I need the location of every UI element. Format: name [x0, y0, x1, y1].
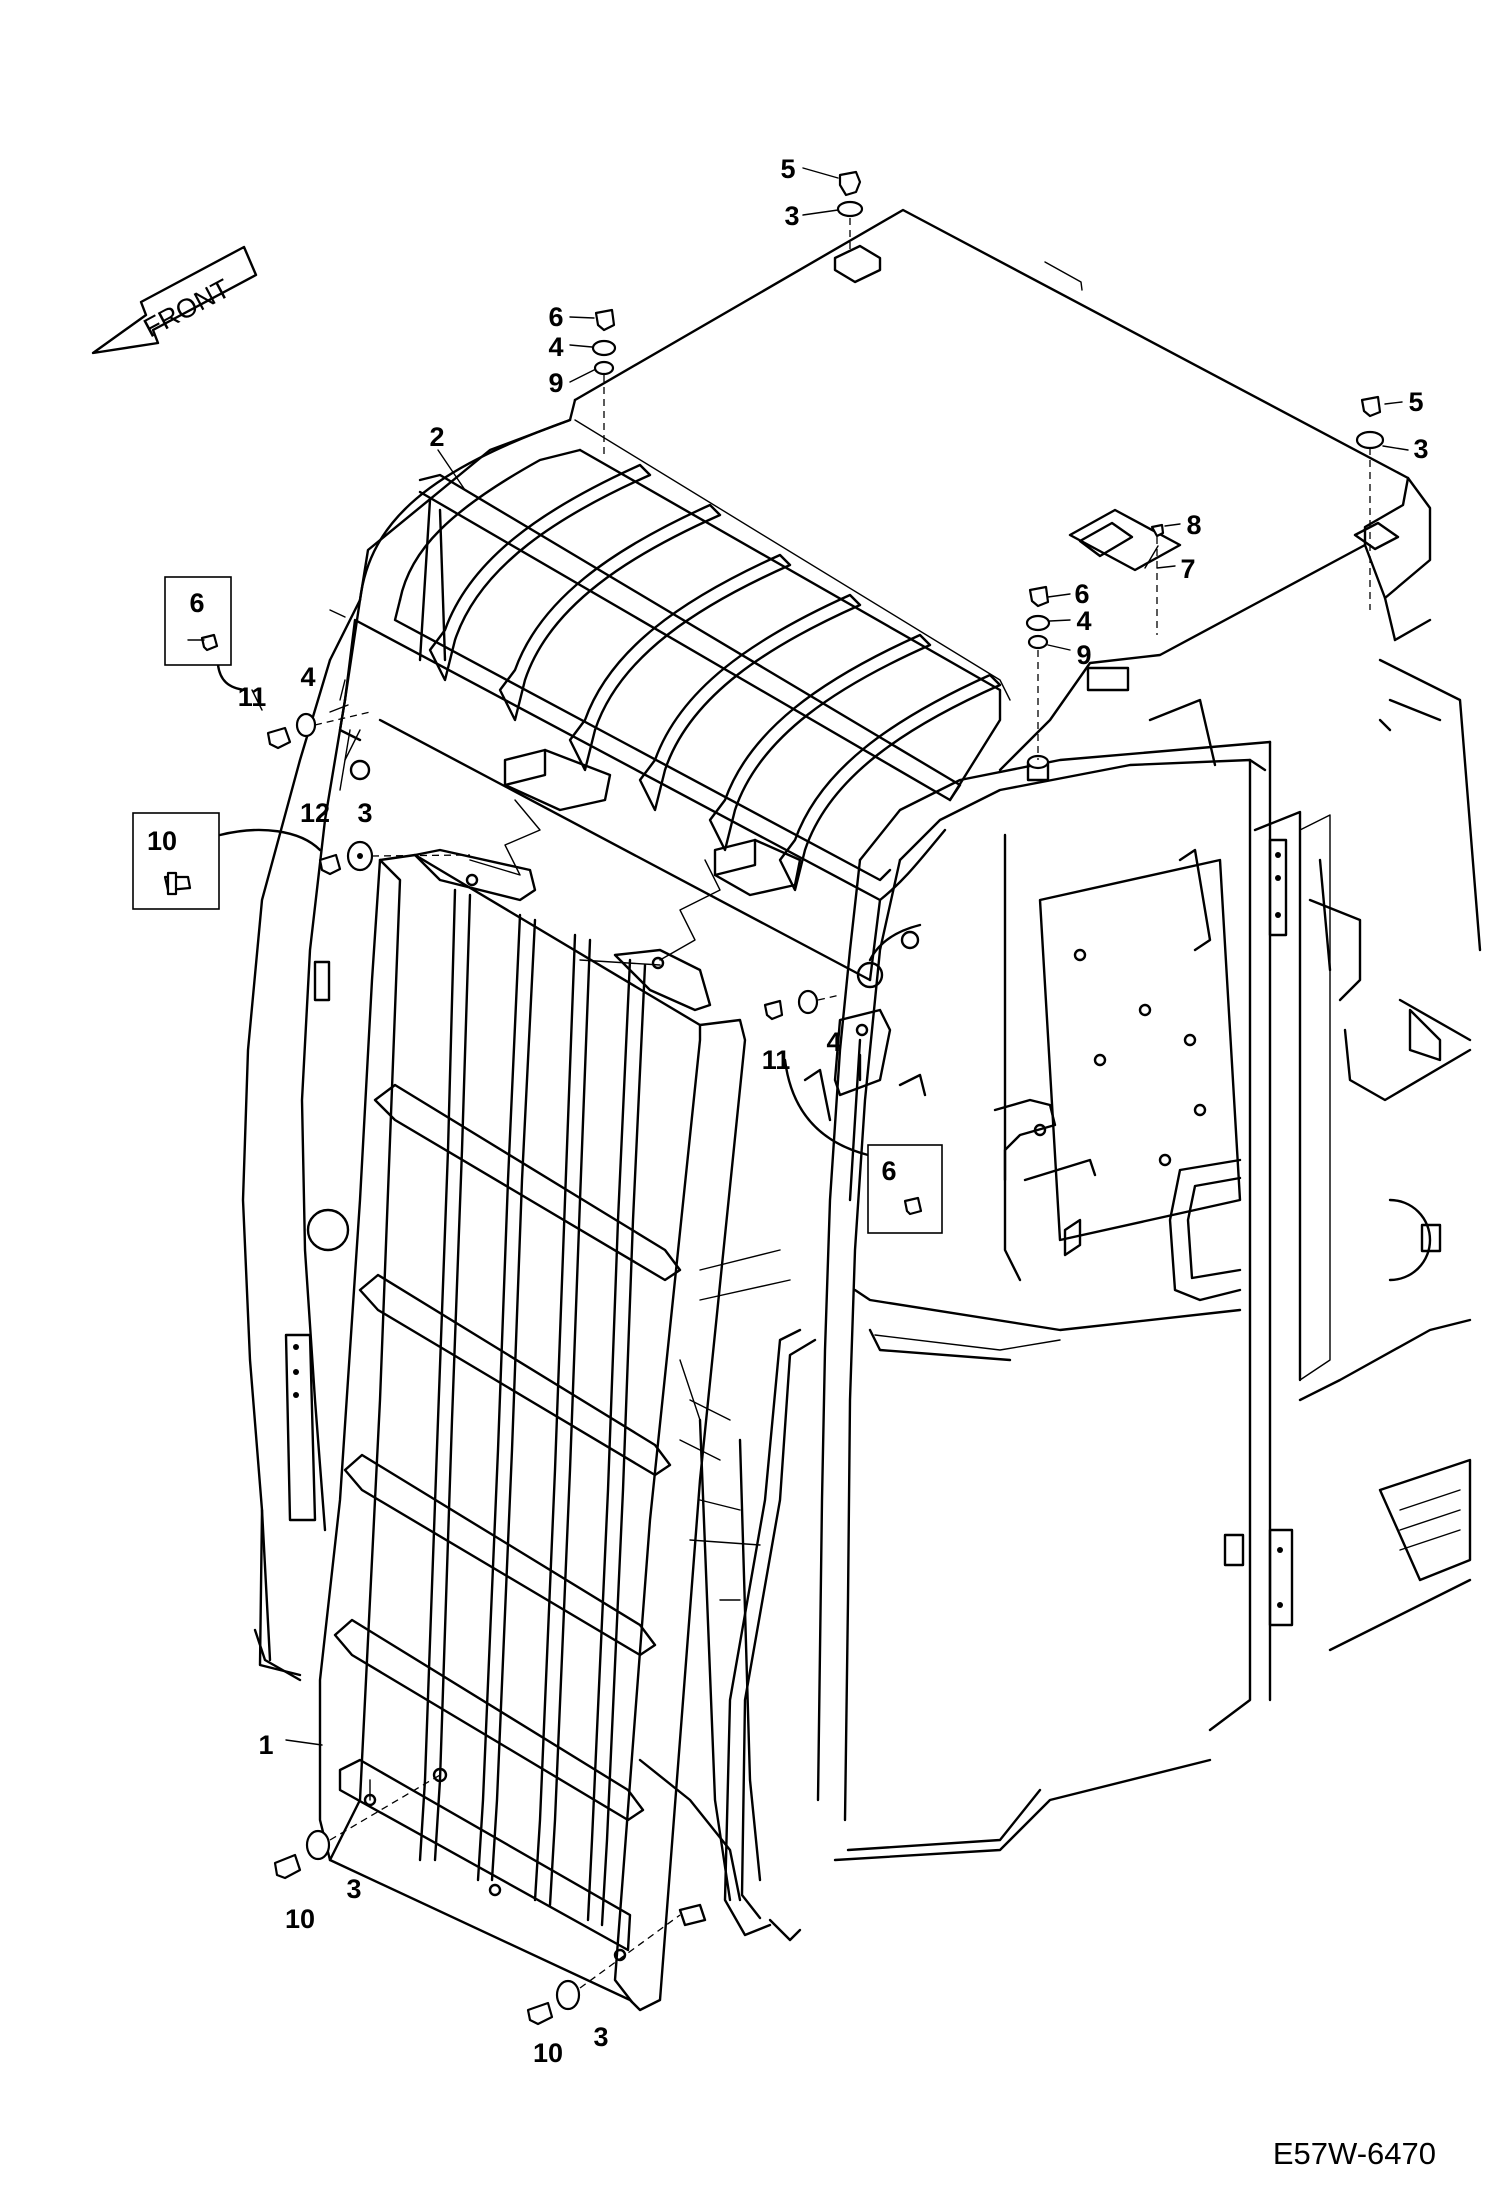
part-label-5: 5 — [1408, 387, 1423, 417]
part-label-5: 5 — [780, 154, 795, 184]
washer-4-roof-right-icon — [1025, 614, 1051, 632]
part-label-10: 10 — [285, 1904, 315, 1934]
bolt-12-icon — [318, 853, 342, 876]
bolt-5-top-icon — [838, 170, 862, 197]
part-label-4: 4 — [1076, 606, 1091, 636]
drawing-number: E57W-6470 — [1273, 2136, 1436, 2171]
part-label-4: 4 — [300, 662, 315, 692]
part-label-3: 3 — [1413, 434, 1428, 464]
part-labels: 5 3 6 4 9 2 5 3 8 7 6 4 9 11 4 12 3 11 4… — [238, 154, 1429, 2068]
washer-4-roof-left-icon — [591, 339, 617, 357]
bolt-6-callout-icon — [200, 633, 219, 652]
callout-box-10: 10 — [132, 812, 220, 910]
part-label-10: 10 — [533, 2038, 563, 2068]
washer-3-top-icon — [836, 200, 864, 218]
front-label: FRONT — [139, 273, 235, 343]
leader-lines — [216, 167, 1409, 1746]
washer-9-roof-right-icon — [1027, 634, 1049, 650]
bolt-11-left-icon — [266, 726, 292, 750]
part-label-3: 3 — [593, 2022, 608, 2052]
washer-3-lower-right-icon — [555, 1979, 581, 2011]
cab-body — [241, 208, 1482, 1942]
part-label-11: 11 — [238, 682, 267, 712]
washer-9-roof-left-icon — [593, 360, 615, 376]
callout-box-6-right: 6 — [867, 1144, 943, 1234]
part-label-6: 6 — [189, 588, 204, 618]
screw-8-icon — [1150, 523, 1165, 538]
bolt-10-lower-left-icon — [273, 1853, 302, 1880]
part-label-8: 8 — [1186, 510, 1201, 540]
bolt-11-right-icon — [763, 999, 784, 1021]
part-label-9: 9 — [1076, 640, 1091, 670]
part-label-3: 3 — [357, 798, 372, 828]
bolt-5-roof-right-icon — [1360, 395, 1382, 418]
bolt-6-roof-left-icon — [594, 308, 616, 332]
part-label-4: 4 — [826, 1027, 841, 1057]
front-guard — [318, 848, 747, 2012]
part-label-1: 1 — [258, 1730, 273, 1760]
front-direction-arrow: FRONT — [91, 245, 258, 355]
part-label-9: 9 — [548, 368, 563, 398]
bolt-6-roof-right-icon — [1028, 585, 1050, 608]
washer-4-left-icon — [295, 712, 317, 738]
part-label-10: 10 — [147, 826, 177, 856]
part-label-3: 3 — [784, 201, 799, 231]
part-label-7: 7 — [1180, 554, 1195, 584]
bolt-6-callout-icon — [903, 1196, 923, 1216]
bolt-10-lower-right-icon — [526, 2001, 554, 2026]
part-label-6: 6 — [1074, 579, 1089, 609]
part-label-11: 11 — [762, 1045, 791, 1075]
part-label-6: 6 — [548, 302, 563, 332]
part-label-12: 12 — [300, 798, 330, 828]
part-label-3: 3 — [346, 1874, 361, 1904]
fasteners — [266, 170, 1385, 2026]
part-label-6: 6 — [881, 1156, 896, 1186]
part-label-2: 2 — [429, 422, 444, 452]
washer-4-right-icon — [797, 989, 819, 1015]
assembly-lines — [314, 218, 1371, 1989]
washer-3-roof-right-icon — [1355, 430, 1385, 450]
callout-box-6-left: 6 — [164, 576, 232, 666]
part-label-4: 4 — [548, 332, 563, 362]
top-guard — [329, 418, 1002, 1097]
washer-3-lower-left-icon — [305, 1829, 331, 1861]
